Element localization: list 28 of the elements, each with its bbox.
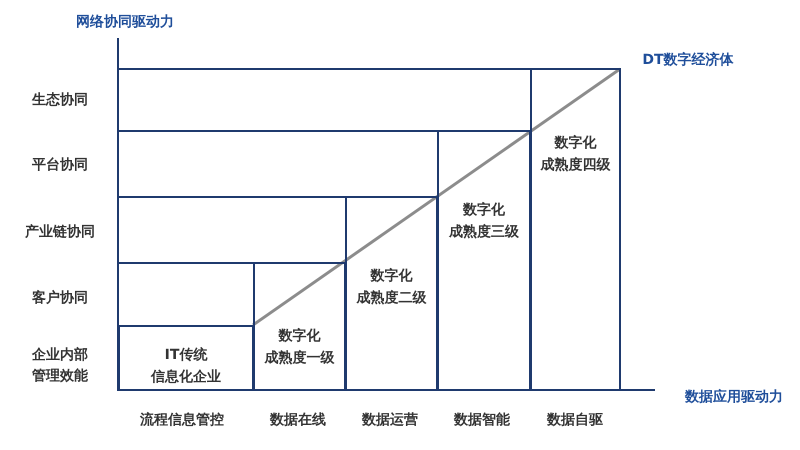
level-box bbox=[253, 262, 346, 391]
level-text: 成熟度四级 bbox=[539, 156, 612, 175]
level-text: IT传统 bbox=[164, 346, 208, 365]
axis-label: 生态协同 bbox=[30, 90, 89, 110]
level-box bbox=[118, 325, 254, 391]
axis-label: 客户协同 bbox=[31, 288, 89, 308]
axis-label: 数据运营 bbox=[360, 410, 419, 430]
level-text: 成熟度三级 bbox=[448, 222, 520, 242]
endpoint-label: DT数字经济体 bbox=[641, 50, 735, 70]
axis-label: 产业链协同 bbox=[24, 222, 96, 242]
level-text: 成熟度二级 bbox=[355, 288, 428, 308]
axis-title: 数据应用驱动力 bbox=[684, 388, 784, 406]
axis-label: 企业内部管理效能 bbox=[30, 346, 89, 386]
axis-label: 流程信息管控 bbox=[139, 410, 225, 430]
axis-label: 数据自驱 bbox=[546, 410, 604, 430]
level-text: 数字化 bbox=[553, 134, 598, 153]
axis-label: 数据在线 bbox=[268, 410, 327, 430]
axis-label: 数据智能 bbox=[452, 410, 511, 430]
axis-label: 平台协同 bbox=[31, 156, 89, 174]
level-box bbox=[437, 130, 531, 391]
level-text: 成熟度一级 bbox=[263, 348, 336, 368]
level-text: 数字化 bbox=[462, 200, 506, 220]
level-text: 数字化 bbox=[369, 266, 414, 286]
level-text: 信息化企业 bbox=[150, 368, 222, 387]
axis-title: 网络协同驱动力 bbox=[75, 12, 175, 32]
level-box bbox=[345, 196, 438, 391]
level-box bbox=[530, 68, 621, 391]
level-text: 数字化 bbox=[277, 326, 322, 346]
